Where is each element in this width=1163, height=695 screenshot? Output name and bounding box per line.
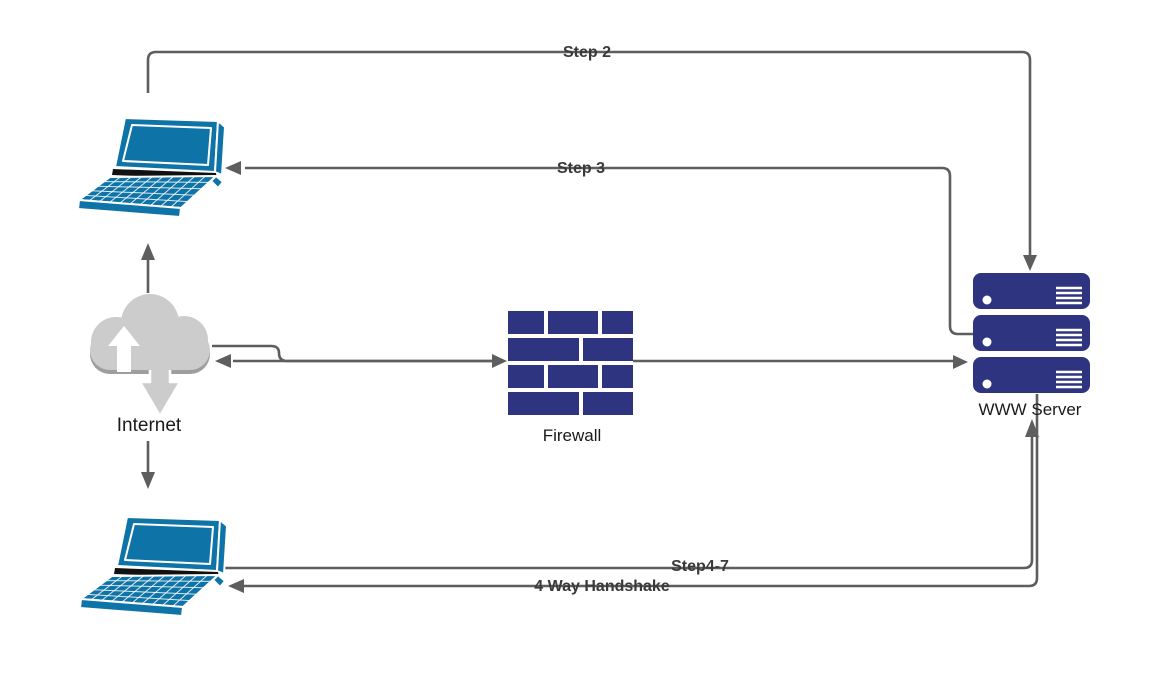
firewall-icon: [508, 311, 633, 415]
label-internet: Internet: [117, 415, 182, 436]
connector-step2: [146, 50, 1032, 256]
node-laptop-bottom: [79, 516, 228, 617]
arrowhead-step3-left: [225, 161, 241, 175]
label-step2: Step 2: [563, 44, 611, 61]
laptop-icon: [77, 117, 226, 218]
arrowhead-into-internet: [215, 354, 231, 368]
node-laptop-top: [77, 117, 226, 218]
cloud-up-arrow-icon: [108, 326, 140, 372]
arrowhead-into-server: [953, 355, 968, 369]
arrowhead-into-firewall: [492, 354, 507, 368]
cloud-icon: [90, 294, 210, 370]
arrowhead-handshake-left: [228, 579, 244, 593]
arrowhead-up: [141, 243, 155, 260]
label-firewall: Firewall: [543, 426, 602, 445]
arrowhead-down: [141, 472, 155, 489]
label-step4-7: Step4-7: [671, 558, 729, 575]
server-stack-icon: [973, 273, 1090, 393]
node-firewall: [508, 311, 633, 415]
node-www-server: [973, 273, 1090, 393]
laptop-icon: [79, 516, 228, 617]
node-internet-cloud: [90, 294, 210, 418]
connector-step3: [245, 166, 973, 336]
connector-step4-7: [223, 437, 1034, 570]
label-4-way-handshake: 4 Way Handshake: [534, 578, 670, 595]
arrowhead-step2-down: [1023, 255, 1037, 271]
label-step3: Step 3: [557, 160, 605, 177]
label-www-server: WWW Server: [979, 400, 1082, 419]
connector-internet-to-firewall: [212, 344, 492, 363]
connector-handshake: [244, 394, 1039, 588]
arrowhead-step4-7-up: [1025, 419, 1039, 437]
connectors: [141, 50, 1039, 593]
